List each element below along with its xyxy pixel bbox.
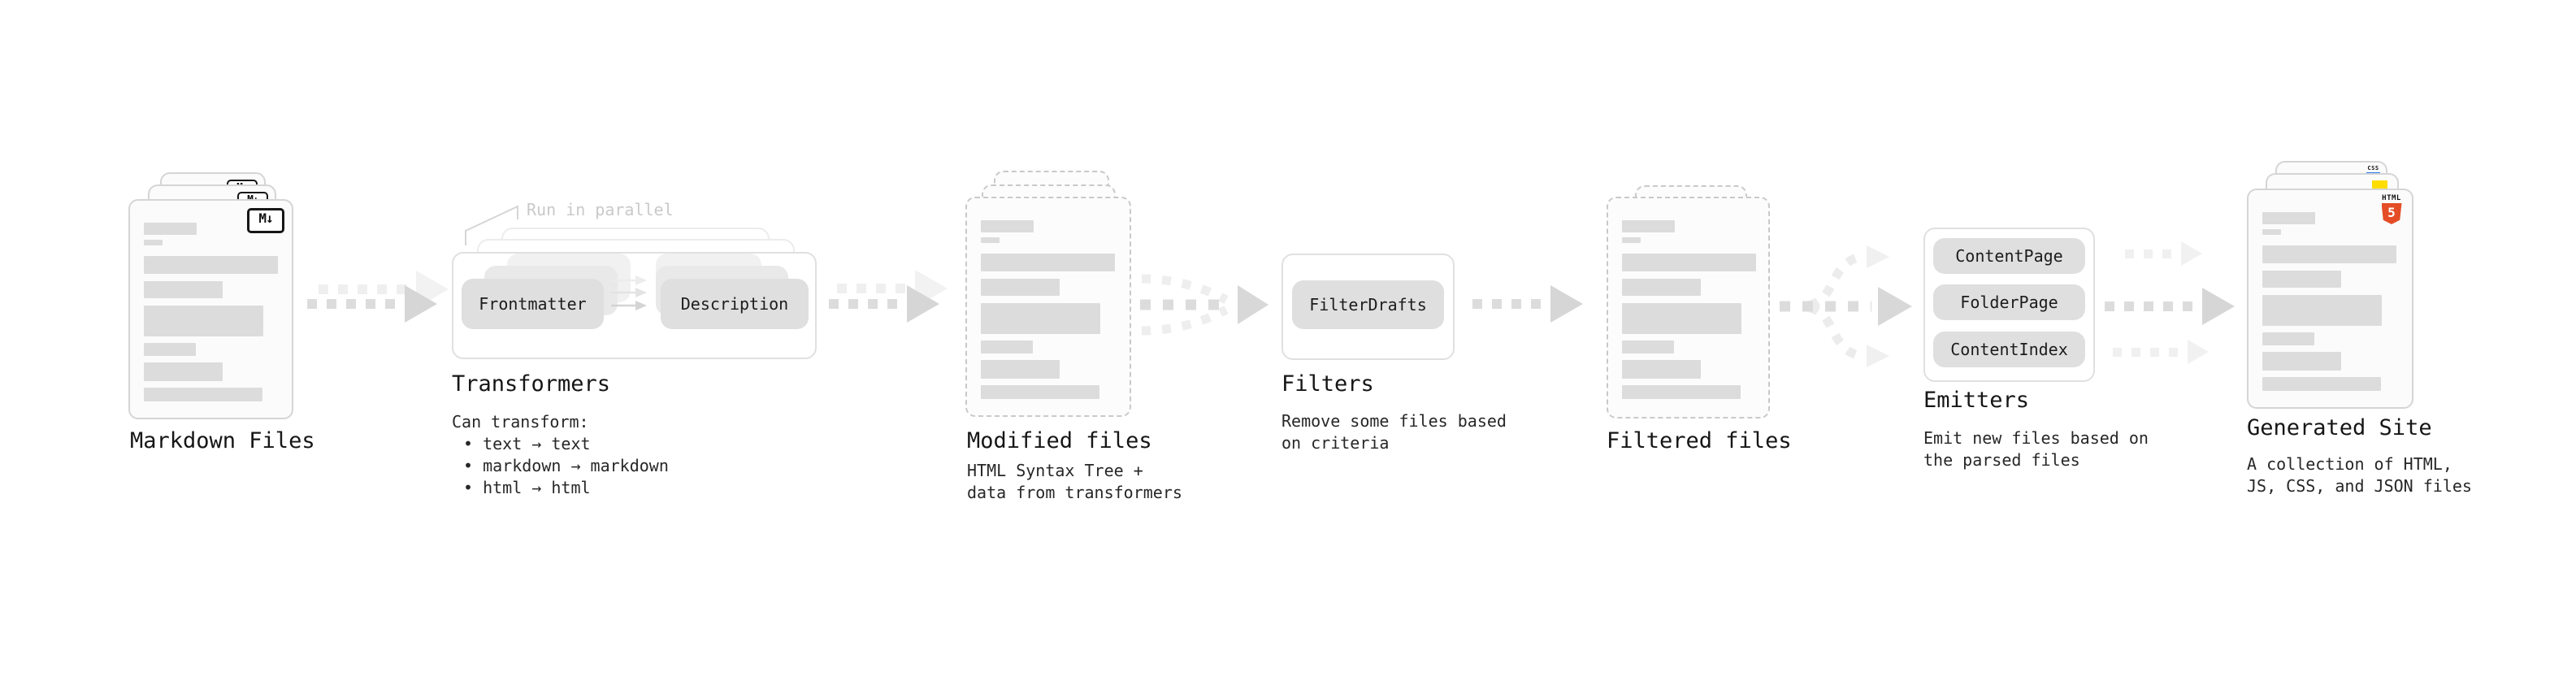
- subtitle-line: HTML Syntax Tree +: [967, 461, 1143, 480]
- html5-label: HTML: [2382, 194, 2401, 202]
- markdown-files-label: Markdown Files: [130, 428, 315, 453]
- description-pill: Description: [661, 279, 809, 329]
- file-content-placeholder: [2262, 212, 2396, 391]
- emitters-title: Emitters: [1923, 388, 2030, 413]
- converging-flow-arrow: [1140, 274, 1268, 336]
- frontmatter-pill: Frontmatter: [462, 279, 604, 329]
- file-content-placeholder: [981, 220, 1115, 399]
- folderpage-pill: FolderPage: [1933, 284, 2085, 320]
- file-content-placeholder: [144, 223, 278, 401]
- modified-file-card: [965, 197, 1131, 417]
- bullet-item: markdown → markdown: [463, 455, 669, 477]
- css-label: CSS: [2367, 165, 2379, 171]
- html5-shield: 5: [2381, 203, 2402, 224]
- run-in-parallel-annotation: Run in parallel: [527, 200, 674, 219]
- subtitle-line: the parsed files: [1923, 450, 2080, 470]
- subtitle-line: on criteria: [1281, 433, 1390, 453]
- parallel-arrows-icon: [611, 275, 647, 310]
- transformers-intro: Can transform:: [452, 412, 589, 432]
- generated-site-subtitle: A collection of HTML, JS, CSS, and JSON …: [2247, 453, 2472, 497]
- transformers-title: Transformers: [452, 371, 611, 397]
- subtitle-line: JS, CSS, and JSON files: [2247, 476, 2472, 496]
- subtitle-line: Emit new files based on: [1923, 428, 2149, 448]
- filtered-file-card: [1607, 197, 1770, 419]
- annotation-leader-line: [465, 205, 518, 245]
- bullet-item: html → html: [463, 477, 669, 499]
- diverging-flow-arrow: [1780, 245, 1912, 367]
- subtitle-line: A collection of HTML,: [2247, 454, 2452, 474]
- flow-arrow-1: [307, 285, 437, 323]
- transformers-bullet-list: text → text markdown → markdown html → h…: [452, 433, 669, 499]
- contentindex-pill: ContentIndex: [1933, 332, 2085, 367]
- modified-files-subtitle: HTML Syntax Tree + data from transformer…: [967, 460, 1182, 504]
- emitters-subtitle: Emit new files based on the parsed files: [1923, 427, 2149, 471]
- bullet-item: text → text: [463, 433, 669, 455]
- subtitle-line: data from transformers: [967, 483, 1182, 502]
- filters-title: Filters: [1281, 371, 1374, 397]
- filtered-files-label: Filtered files: [1607, 428, 1792, 453]
- generated-site-label: Generated Site: [2247, 415, 2432, 440]
- emitter-output-arrow-middle: [2105, 288, 2235, 325]
- modified-files-label: Modified files: [967, 428, 1152, 453]
- file-content-placeholder: [1622, 220, 1756, 399]
- flow-arrow-4: [1472, 285, 1583, 323]
- site-file-card-html: HTML 5: [2247, 189, 2413, 409]
- contentpage-pill: ContentPage: [1933, 238, 2085, 274]
- markdown-file-card: M↓: [128, 199, 293, 419]
- emitter-output-arrow-bottom: [2113, 340, 2209, 364]
- emitter-output-arrow-top: [2125, 241, 2202, 266]
- markdown-icon: M↓: [247, 208, 284, 233]
- filters-subtitle: Remove some files based on criteria: [1281, 410, 1507, 454]
- flow-arrow-2: [829, 285, 939, 323]
- subtitle-line: Remove some files based: [1281, 411, 1507, 431]
- filterdrafts-pill: FilterDrafts: [1292, 280, 1444, 329]
- js-icon: [2372, 180, 2387, 191]
- html5-icon: HTML 5: [2381, 194, 2402, 224]
